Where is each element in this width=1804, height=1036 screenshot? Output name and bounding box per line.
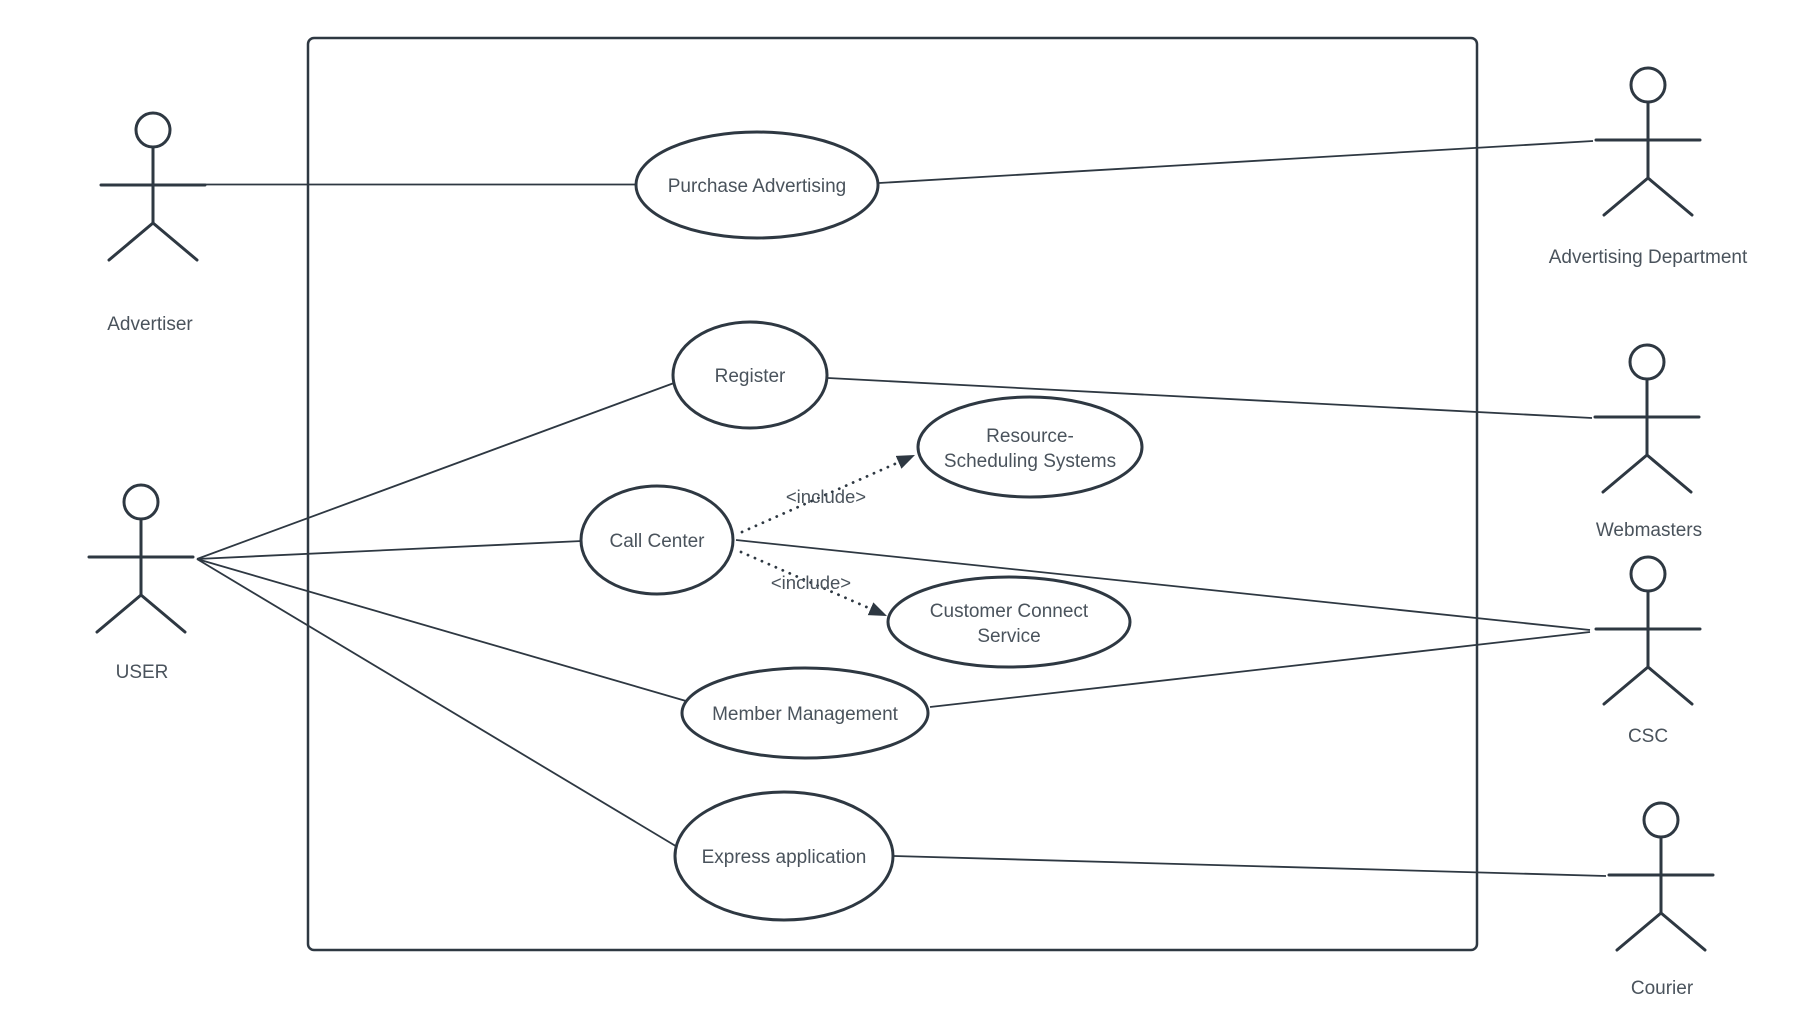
usecase-ellipse [680, 666, 930, 760]
usecase-register[interactable]: Register [671, 320, 829, 430]
edge-register-webmasters[interactable] [827, 377, 1593, 419]
usecase-resource-scheduling-systems[interactable]: Resource- Scheduling Systems [916, 395, 1144, 499]
usecase-call-center[interactable]: Call Center [579, 484, 735, 596]
usecase-label: Call Center [609, 531, 705, 552]
system-boundary[interactable] [306, 36, 1479, 952]
actor-advertising-department[interactable] [1594, 66, 1702, 217]
stick-figure-icon [1593, 343, 1701, 494]
edge-purchase-advertising-advertising-department[interactable] [878, 140, 1594, 184]
edge-express-application-courier[interactable] [893, 855, 1607, 877]
actor-label-advertiser: Advertiser [107, 314, 193, 335]
actor-label-courier: Courier [1631, 978, 1694, 999]
usecase-ellipse [916, 395, 1144, 499]
actor-label-user: USER [116, 662, 169, 683]
include-label: <include> [786, 486, 866, 507]
stick-figure-icon [1594, 555, 1702, 706]
edge-user-express-application[interactable] [196, 558, 680, 849]
edge-call-center-csc[interactable] [735, 539, 1591, 631]
usecase-ellipse [579, 484, 735, 596]
actor-csc[interactable] [1594, 555, 1702, 706]
usecase-label: Register [715, 366, 786, 387]
usecase-label-line1: Customer Connect [930, 601, 1089, 622]
usecase-label: Express application [702, 847, 867, 868]
usecase-customer-connect-service[interactable]: Customer Connect Service [886, 575, 1132, 669]
usecase-express-application[interactable]: Express application [673, 790, 895, 922]
association-edges [196, 140, 1607, 877]
usecase-member-management[interactable]: Member Management [680, 666, 930, 760]
actor-label-csc: CSC [1628, 726, 1668, 747]
include-label: <include> [771, 572, 851, 593]
usecase-ellipse [634, 130, 880, 240]
usecase-ellipse [886, 575, 1132, 669]
stick-figure-icon [99, 111, 207, 262]
usecase-ellipse [671, 320, 829, 430]
include-edges: <include> <include> [739, 453, 917, 618]
stick-figure-icon [1607, 801, 1715, 952]
usecase-label-line1: Resource- [986, 426, 1074, 447]
usecase-label: Member Management [712, 704, 899, 725]
actor-webmasters[interactable] [1593, 343, 1701, 494]
stick-figure-icon [1594, 66, 1702, 217]
actor-courier[interactable] [1607, 801, 1715, 952]
usecase-label-line2: Scheduling Systems [944, 451, 1116, 472]
stick-figure-icon [87, 483, 195, 634]
usecase-label-line2: Service [977, 626, 1040, 647]
edge-user-call-center[interactable] [196, 540, 583, 560]
usecase-purchase-advertising[interactable]: Purchase Advertising [634, 130, 880, 240]
actor-advertiser[interactable] [99, 111, 207, 262]
usecase-ellipse [673, 790, 895, 922]
include-edge-call-center-resource-scheduling[interactable] [740, 453, 917, 534]
actor-label-advertising-department: Advertising Department [1549, 247, 1748, 268]
usecase-label: Purchase Advertising [668, 176, 847, 197]
edge-user-member-management[interactable] [196, 558, 687, 702]
actor-user[interactable] [87, 483, 195, 634]
edge-user-register[interactable] [196, 382, 675, 560]
actor-label-webmasters: Webmasters [1596, 520, 1702, 541]
edge-member-management-csc[interactable] [929, 631, 1591, 708]
